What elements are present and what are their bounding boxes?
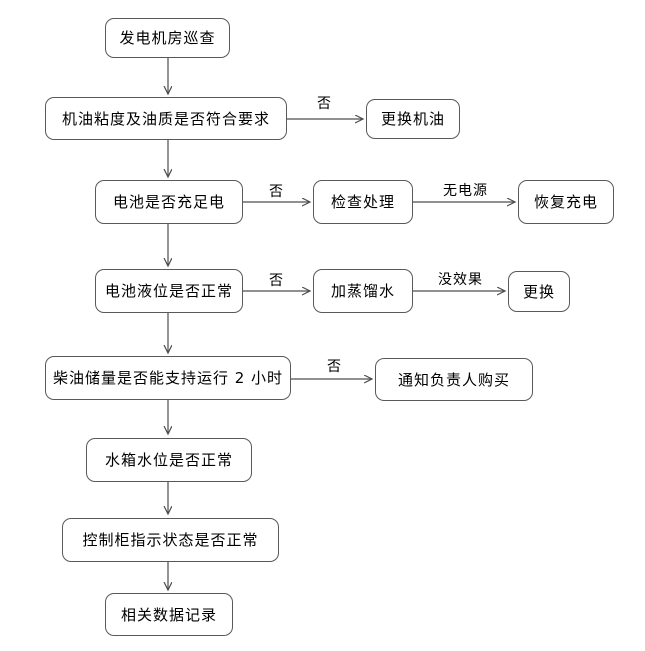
node-data-record: 相关数据记录 bbox=[105, 593, 233, 636]
edge-label-no-effect: 没效果 bbox=[438, 269, 483, 289]
node-replace-oil: 更换机油 bbox=[366, 99, 460, 139]
node-add-water: 加蒸馏水 bbox=[313, 269, 413, 313]
node-oil-check: 机油粘度及油质是否符合要求 bbox=[45, 97, 287, 140]
node-battery-charge: 电池是否充足电 bbox=[95, 180, 243, 224]
node-diesel-check: 柴油储量是否能支持运行 2 小时 bbox=[45, 356, 291, 400]
node-replace: 更换 bbox=[508, 271, 570, 312]
edge-label-no-power: 无电源 bbox=[443, 180, 488, 200]
edge-label-charge-no: 否 bbox=[269, 181, 284, 201]
node-notify-buy: 通知负责人购买 bbox=[375, 358, 533, 401]
node-tank-level: 水箱水位是否正常 bbox=[86, 438, 252, 482]
edge-label-diesel-no: 否 bbox=[327, 356, 342, 376]
node-restore-charge: 恢复充电 bbox=[518, 180, 614, 224]
node-battery-level: 电池液位是否正常 bbox=[95, 269, 243, 313]
edge-label-level-no: 否 bbox=[269, 270, 284, 290]
node-cabinet-status: 控制柜指示状态是否正常 bbox=[62, 518, 279, 562]
node-inspect-handle: 检查处理 bbox=[313, 180, 413, 224]
edge-label-oil-no: 否 bbox=[317, 93, 332, 113]
node-start: 发电机房巡查 bbox=[105, 18, 230, 58]
